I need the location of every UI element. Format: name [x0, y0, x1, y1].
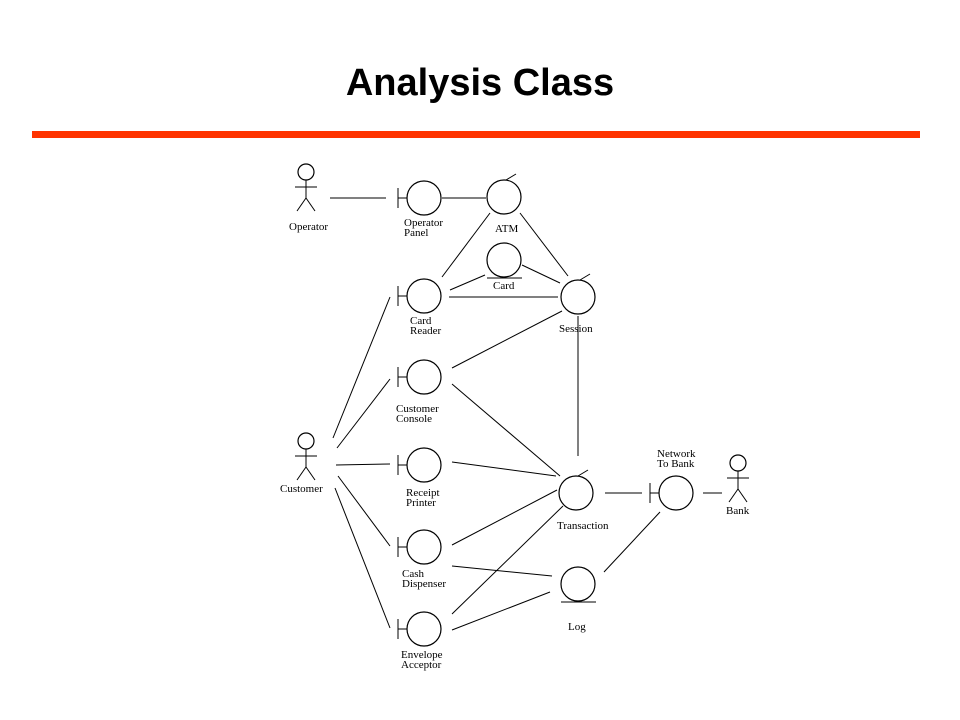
page-title: Analysis Class [345, 62, 615, 104]
link-card-session [521, 264, 561, 284]
link-atm-cardreader [441, 212, 491, 278]
link-console-transaction [451, 383, 561, 477]
link-cardreader-card [449, 274, 486, 291]
envelope-acceptor-label: Envelope Acceptor [401, 649, 445, 671]
title-divider [32, 131, 920, 138]
receipt-printer-boundary-icon [397, 447, 442, 483]
atm-label: ATM [495, 223, 518, 235]
link-network-log [603, 511, 661, 573]
log-label: Log [568, 621, 586, 633]
session-label: Session [559, 323, 593, 335]
customer-label: Customer [280, 483, 323, 495]
network-to-bank-label: Network To Bank [657, 448, 698, 470]
log-entity-icon [560, 566, 596, 603]
card-entity-icon [486, 242, 522, 279]
atm-control-icon [486, 173, 522, 215]
link-customer-envelope [334, 487, 391, 629]
cash-dispenser-label: Cash Dispenser [402, 568, 446, 590]
operator-actor-icon [295, 163, 317, 212]
operator-label: Operator [289, 221, 328, 233]
card-reader-label: Card Reader [410, 315, 441, 337]
transaction-control-icon [558, 469, 594, 511]
link-transaction-dispenser [451, 489, 558, 546]
link-customer-printer [335, 463, 391, 466]
card-label: Card [493, 280, 515, 292]
transaction-label: Transaction [557, 520, 609, 532]
network-to-bank-boundary-icon [649, 475, 694, 511]
link-printer-transaction [451, 461, 557, 477]
link-customer-dispenser [337, 475, 391, 547]
customer-console-boundary-icon [397, 359, 442, 395]
link-consolesession [451, 310, 563, 369]
link-atm-session [519, 212, 569, 277]
operator-panel-boundary-icon [397, 180, 442, 216]
link-transaction-envelope [451, 505, 564, 615]
customer-actor-icon [295, 432, 317, 481]
cash-dispenser-boundary-icon [397, 529, 442, 565]
session-control-icon [560, 273, 596, 315]
link-customer-cardreader [332, 296, 391, 439]
envelope-acceptor-boundary-icon [397, 611, 442, 647]
bank-actor-icon [727, 454, 749, 503]
receipt-printer-label: Receipt Printer [406, 487, 442, 509]
link-envelope-log [451, 591, 551, 631]
customer-console-label: Customer Console [396, 403, 442, 425]
connectors [330, 197, 722, 631]
operator-panel-label: Operator Panel [404, 217, 446, 239]
link-customer-console [336, 378, 391, 449]
card-reader-boundary-icon [397, 278, 442, 314]
bank-label: Bank [726, 505, 750, 517]
link-dispenser-log [451, 565, 553, 577]
